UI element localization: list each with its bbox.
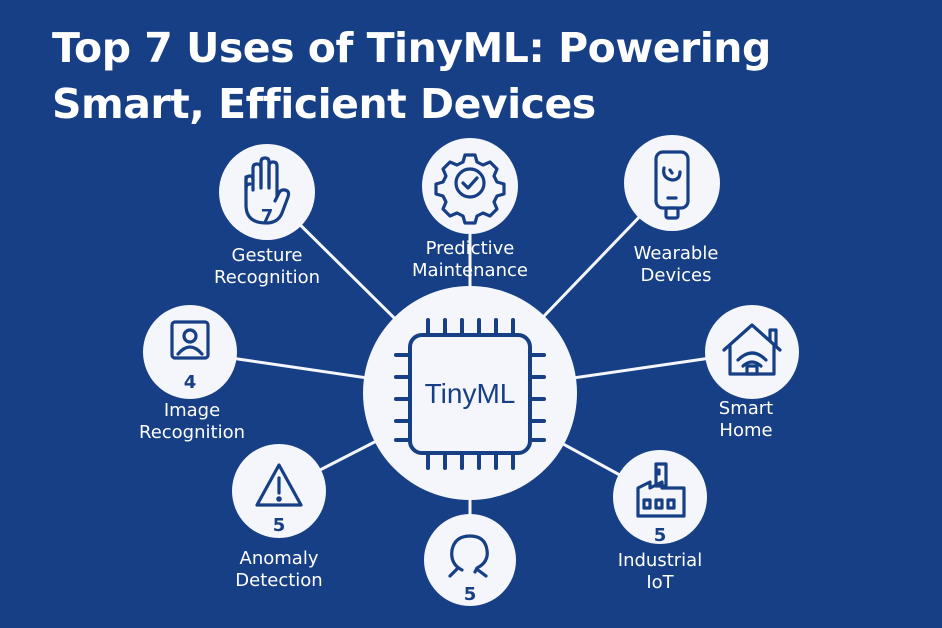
- label-anomaly: Anomaly Detection: [235, 548, 323, 591]
- portrait-icon: [170, 320, 210, 360]
- head-icon: [448, 534, 489, 578]
- microchip-icon: [394, 318, 546, 470]
- node-wearable: [624, 135, 720, 231]
- node-gesture-number: 7: [261, 206, 274, 227]
- node-image: 4: [143, 305, 237, 399]
- node-image-number: 4: [184, 372, 197, 393]
- node-voice: 5: [424, 514, 516, 606]
- node-industrial-number: 5: [654, 525, 667, 546]
- hub: TinyML: [363, 286, 577, 500]
- hub-label: TinyML: [425, 378, 516, 409]
- node-industrial-circle: [613, 450, 707, 544]
- node-anomaly: 5: [232, 444, 326, 538]
- hand-icon: [244, 156, 291, 225]
- node-gesture-circle: [219, 144, 315, 240]
- label-predictive: Predictive Maintenance: [412, 238, 528, 281]
- label-industrial: Industrial IoT: [617, 550, 703, 593]
- hub-circle: [363, 286, 577, 500]
- smartwatch-icon: [654, 150, 690, 220]
- node-anomaly-number: 5: [273, 515, 286, 536]
- page-title: Top 7 Uses of TinyML: Powering Smart, Ef…: [52, 20, 912, 132]
- factory-icon: [636, 462, 686, 518]
- node-gesture: 7: [219, 144, 315, 240]
- node-voice-number: 5: [464, 584, 477, 605]
- title-line-1: Top 7 Uses of TinyML: Powering: [52, 24, 771, 72]
- label-wearable: Wearable Devices: [633, 243, 719, 286]
- node-image-circle: [143, 305, 237, 399]
- label-smarthome: Smart Home: [718, 398, 774, 441]
- node-predictive: [422, 138, 518, 234]
- label-gesture: Gesture Recognition: [214, 245, 320, 288]
- house-wifi-icon: [722, 323, 782, 376]
- node-smarthome: [705, 305, 799, 399]
- node-industrial: 5: [613, 450, 707, 546]
- node-voice-circle: [424, 514, 516, 606]
- gear-check-icon: [434, 153, 506, 225]
- node-wearable-circle: [624, 135, 720, 231]
- warning-icon: [255, 463, 303, 507]
- label-image: Image Recognition: [139, 400, 245, 443]
- title-line-2: Smart, Efficient Devices: [52, 80, 596, 128]
